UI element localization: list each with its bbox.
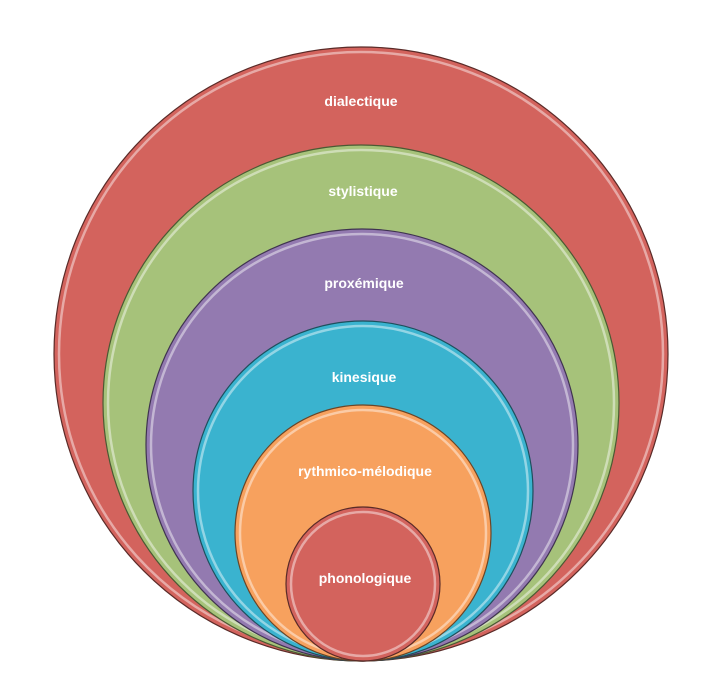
ring-dialectique-label: dialectique <box>324 93 397 109</box>
ring-phonologique-highlight <box>289 510 437 658</box>
ring-phonologique-circle <box>285 506 441 662</box>
ring-phonologique-label: phonologique <box>319 570 412 586</box>
ring-proxemique-label: proxémique <box>324 275 404 291</box>
ring-kinesique-label: kinesique <box>332 369 397 385</box>
ring-stylistique-label: stylistique <box>328 183 397 199</box>
ring-phonologique: phonologique <box>285 506 441 662</box>
ring-rythmico-melodique-label: rythmico-mélodique <box>298 463 432 479</box>
